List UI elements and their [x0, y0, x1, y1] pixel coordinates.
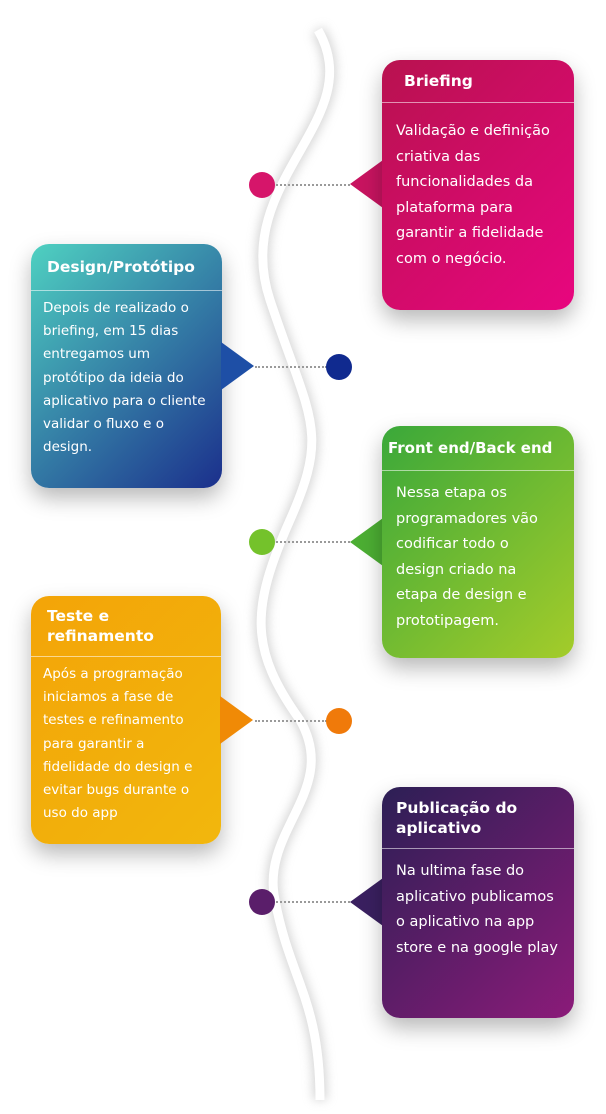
step-description: Validação e definição criativa das funci… — [396, 123, 550, 267]
step-description: Na ultima fase do aplicativo publicamos … — [396, 863, 558, 956]
step-card-design: Design/Protótipo Depois de realizado o b… — [31, 244, 222, 488]
step-card-teste: Teste e refinamento Após a programação i… — [31, 596, 221, 844]
step-title: Design/Protótipo — [47, 258, 195, 276]
timeline-dot-frontend — [249, 529, 275, 555]
step-title: Teste e refinamento — [47, 607, 154, 645]
step-description: Depois de realizado o briefing, em 15 di… — [43, 300, 206, 456]
step-card-briefing: Briefing Validação e definição criativa … — [382, 60, 574, 310]
title-divider — [382, 102, 574, 103]
connector-briefing — [276, 184, 350, 186]
timeline-dot-publicacao — [249, 889, 275, 915]
step-description: Após a programação iniciamos a fase de t… — [43, 666, 193, 822]
connector-design — [255, 366, 327, 368]
timeline-dot-design — [326, 354, 352, 380]
pointer-teste — [220, 696, 253, 744]
step-title: Briefing — [404, 72, 473, 90]
pointer-publicacao — [350, 878, 383, 926]
step-card-publicacao: Publicação do aplicativo Na ultima fase … — [382, 787, 574, 1018]
connector-frontend — [276, 541, 350, 543]
title-divider — [382, 470, 574, 471]
connector-teste — [255, 720, 327, 722]
timeline-dot-briefing — [249, 172, 275, 198]
title-divider — [382, 848, 574, 849]
timeline-dot-teste — [326, 708, 352, 734]
pointer-briefing — [350, 160, 383, 208]
step-card-frontend: Front end/Back end Nessa etapa os progra… — [382, 426, 574, 658]
pointer-design — [221, 342, 254, 390]
step-title: Publicação do aplicativo — [396, 798, 518, 837]
step-title: Front end/Back end — [388, 439, 553, 457]
connector-publicacao — [276, 901, 350, 903]
title-divider — [31, 656, 221, 657]
step-description: Nessa etapa os programadores vão codific… — [396, 485, 538, 629]
title-divider — [31, 290, 222, 291]
wave-ribbon — [256, 27, 335, 1101]
pointer-frontend — [350, 518, 383, 566]
